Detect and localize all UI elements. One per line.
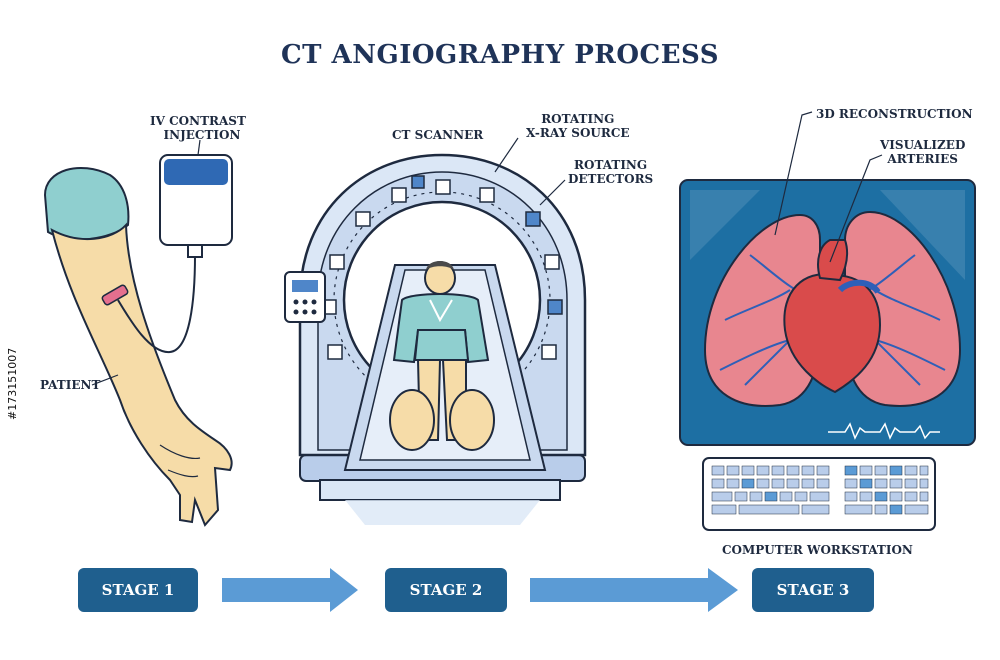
stock-id: #173151007 — [6, 347, 19, 420]
iv-contrast-line-2: INJECTION — [163, 128, 241, 142]
rotating-detectors-label: ROTATING DETECTORS — [568, 158, 653, 186]
monitor — [679, 179, 976, 446]
rotating-xray-label: ROTATING X-RAY SOURCE — [526, 112, 630, 140]
iv-bag — [159, 154, 233, 258]
patient-arm — [43, 166, 233, 527]
reconstruction-label: 3D RECONSTRUCTION — [816, 107, 973, 121]
leader-lines — [91, 111, 883, 386]
heart — [783, 273, 882, 394]
ecg-line — [828, 422, 940, 440]
stage-2-box: STAGE 2 — [385, 568, 507, 612]
stage-1-box: STAGE 1 — [78, 568, 198, 612]
workstation-label: COMPUTER WORKSTATION — [722, 543, 913, 557]
rotating-xray-line-1: ROTATING — [541, 112, 615, 126]
rotating-xray-line-2: X-RAY SOURCE — [526, 126, 630, 140]
keyboard — [702, 457, 936, 531]
iv-contrast-line-1: IV CONTRAST — [150, 114, 246, 128]
visualized-line-2: ARTERIES — [887, 152, 958, 166]
stage-arrows — [222, 568, 738, 612]
ct-scanner-label: CT SCANNER — [392, 128, 484, 142]
arrow-2-to-3 — [530, 568, 738, 612]
iv-tube — [117, 254, 196, 354]
iv-contrast-label: IV CONTRAST INJECTION — [150, 114, 246, 142]
visualized-arteries-label: VISUALIZED ARTERIES — [880, 138, 965, 166]
patient-on-table — [389, 261, 495, 451]
page-title: CT ANGIOGRAPHY PROCESS — [280, 40, 720, 70]
rotating-detectors-line-1: ROTATING — [574, 158, 648, 172]
patient-label: PATIENT — [40, 378, 101, 392]
rotating-detectors-line-2: DETECTORS — [568, 172, 654, 186]
arrow-1-to-2 — [222, 568, 358, 612]
stage-3-box: STAGE 3 — [752, 568, 874, 612]
visualized-line-1: VISUALIZED — [880, 138, 966, 152]
left-lung — [703, 213, 821, 407]
